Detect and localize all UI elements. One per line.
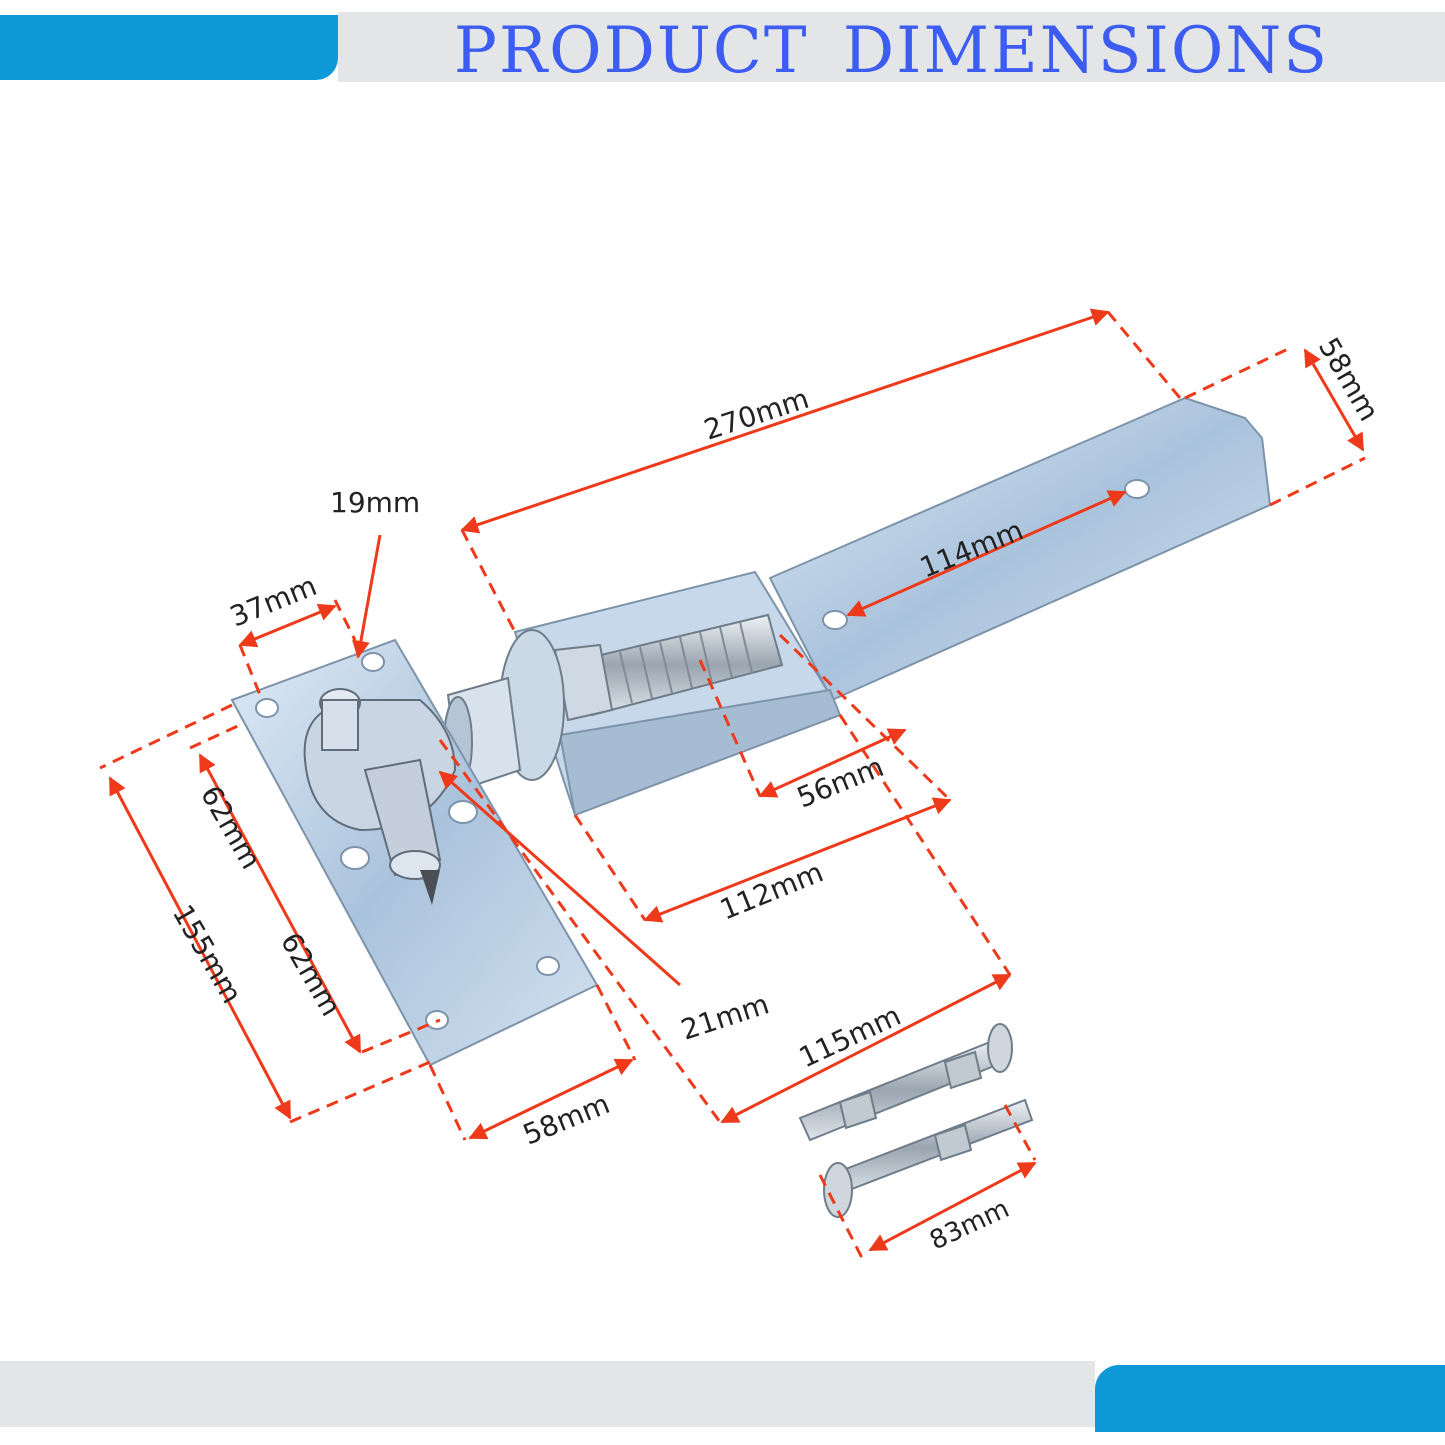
label-pin-diameter: 19mm [330, 486, 420, 519]
page-title: PRODUCT DIMENSIONS [453, 14, 1330, 88]
extension-lines [99, 311, 1366, 1259]
label-plate-lower: 62mm [274, 927, 348, 1022]
footer-accent-tab [1095, 1365, 1445, 1432]
label-plate-height: 155mm [166, 899, 249, 1009]
label-pin-height: 21mm [677, 987, 773, 1046]
label-adjust-length: 112mm [715, 855, 827, 926]
dimension-lines [108, 308, 1365, 1252]
label-hinge-length: 270mm [700, 382, 813, 447]
label-plate-width-top: 37mm [225, 569, 321, 633]
label-plate-upper: 62mm [194, 780, 268, 875]
label-bolt-length: 83mm [925, 1194, 1014, 1257]
header-accent-tab [0, 15, 338, 80]
header-banner [338, 12, 1445, 82]
footer-banner [0, 1361, 1095, 1427]
label-plate-width: 58mm [518, 1087, 614, 1151]
